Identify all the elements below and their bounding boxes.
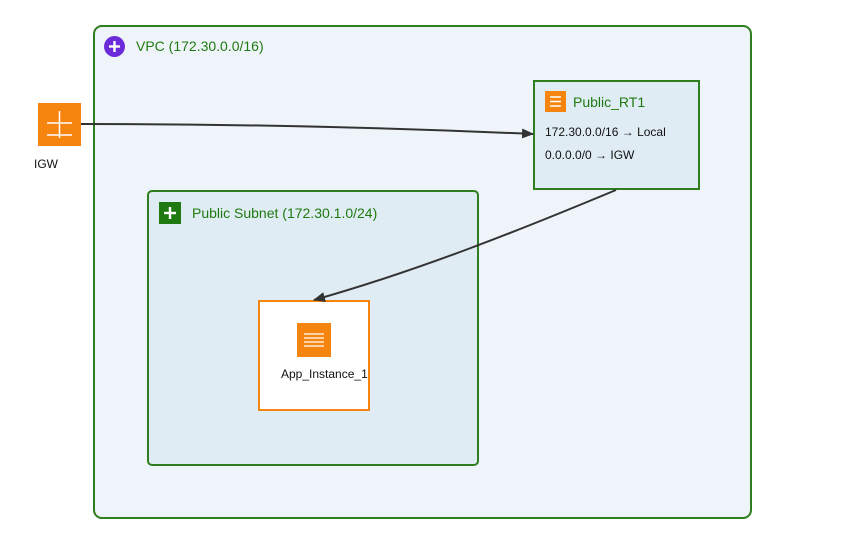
route-table-icon — [545, 91, 566, 112]
route-table-title: Public_RT1 — [573, 94, 646, 110]
vpc-icon — [104, 36, 125, 57]
route-entry: 0.0.0.0/0 → IGW — [545, 148, 635, 162]
app-instance-label: App_Instance_1 — [281, 367, 368, 381]
ec2-instance-icon — [297, 323, 331, 357]
public-subnet-icon — [159, 202, 181, 224]
route-entry: 172.30.0.0/16 → Local — [545, 125, 666, 139]
internet-gateway-icon[interactable] — [38, 103, 81, 146]
vpc-label: VPC (172.30.0.0/16) — [136, 38, 264, 54]
igw-label: IGW — [34, 157, 58, 171]
public-subnet-label: Public Subnet (172.30.1.0/24) — [192, 205, 378, 221]
